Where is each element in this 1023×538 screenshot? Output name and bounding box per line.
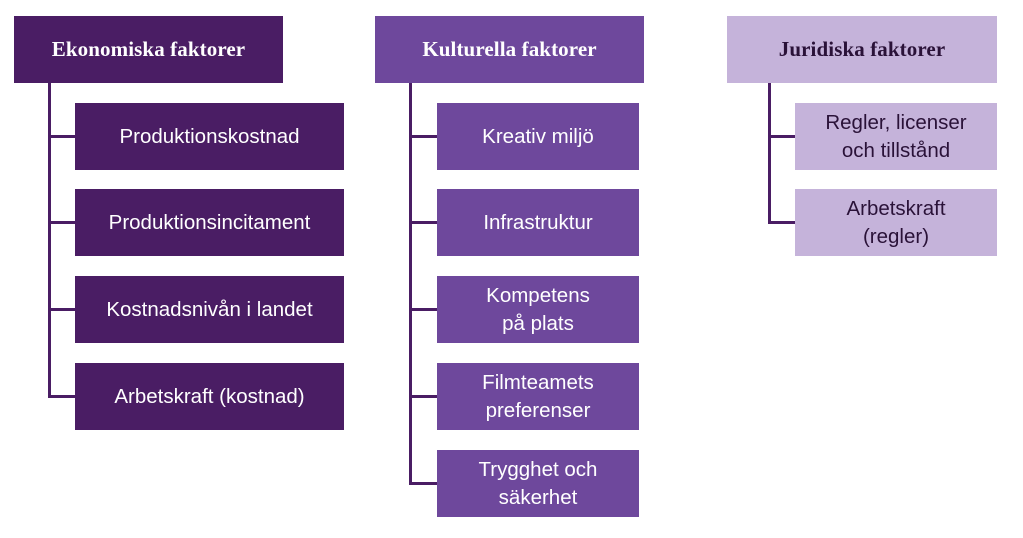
cultural-connector-branch <box>409 395 438 398</box>
economic-factors-header: Ekonomiska faktorer <box>14 16 283 83</box>
legal-connector-branch <box>768 135 796 138</box>
economic-connector-branch <box>48 308 76 311</box>
cultural-item-creative-environment: Kreativ miljö <box>437 103 639 170</box>
cultural-item-infrastructure: Infrastruktur <box>437 189 639 256</box>
economic-item-production-incentive: Produktionsincitament <box>75 189 344 256</box>
cultural-item-crew-preferences: Filmteamets preferenser <box>437 363 639 430</box>
cultural-item-safety-security: Trygghet och säkerhet <box>437 450 639 517</box>
legal-factors-header: Juridiska faktorer <box>727 16 997 83</box>
cultural-factors-header: Kulturella faktorer <box>375 16 644 83</box>
cultural-connector-branch <box>409 308 438 311</box>
cultural-item-local-competence: Kompetens på plats <box>437 276 639 343</box>
legal-item-rules-licenses-permits: Regler, licenser och tillstånd <box>795 103 997 170</box>
cultural-connector-branch <box>409 482 438 485</box>
cultural-connector-branch <box>409 221 438 224</box>
legal-connector-branch <box>768 221 796 224</box>
economic-item-production-cost: Produktionskostnad <box>75 103 344 170</box>
cultural-connector-trunk <box>409 83 412 485</box>
economic-connector-branch <box>48 395 76 398</box>
economic-connector-branch <box>48 135 76 138</box>
legal-item-labor-rules: Arbetskraft (regler) <box>795 189 997 256</box>
economic-item-labor-cost: Arbetskraft (kostnad) <box>75 363 344 430</box>
legal-connector-trunk <box>768 83 771 224</box>
economic-connector-branch <box>48 221 76 224</box>
economic-connector-trunk <box>48 83 51 398</box>
economic-item-cost-level: Kostnadsnivån i landet <box>75 276 344 343</box>
cultural-connector-branch <box>409 135 438 138</box>
